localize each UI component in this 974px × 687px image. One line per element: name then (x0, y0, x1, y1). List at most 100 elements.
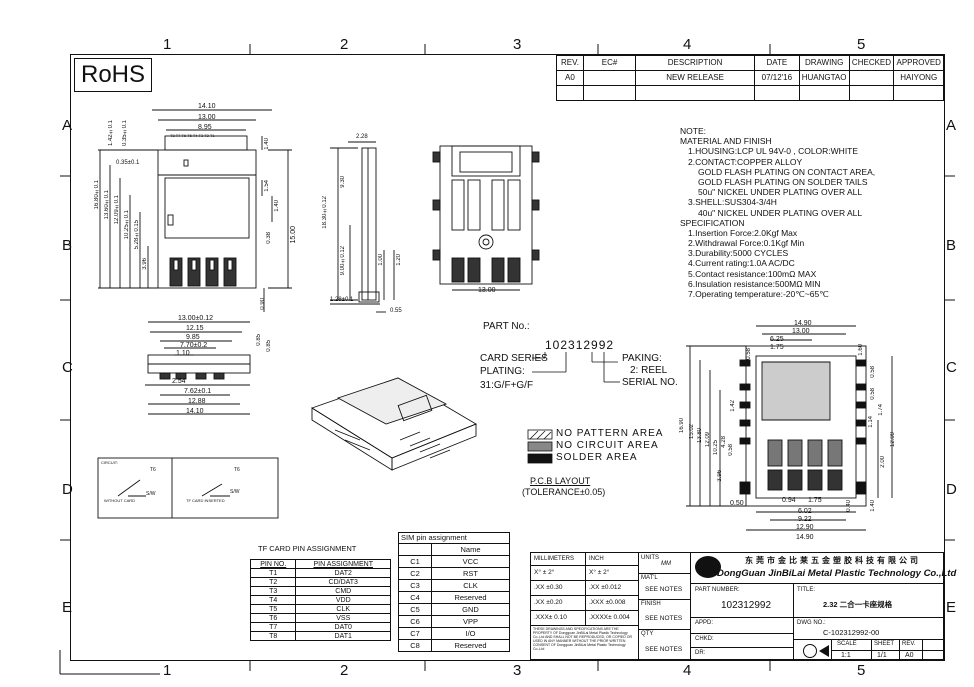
note-line: 4.Current rating:1.0A AC/DC (688, 258, 795, 269)
company-logo (695, 556, 721, 578)
sim-pin-title: SIM pin assignment (398, 532, 510, 544)
zone-number-top-2: 2 (340, 36, 349, 53)
dim-pcb-6-02: 6.02 (798, 508, 812, 515)
dim-right-0-90: 0.90 (260, 298, 266, 310)
dim-pcb-1-60: 1.60 (858, 344, 864, 356)
dim-side-9-30: 9.30 (340, 176, 346, 188)
zone-letter-left-d: D (62, 481, 73, 498)
note-line: 2.CONTACT:COPPER ALLOY (688, 156, 803, 167)
finish-see-notes: SEE NOTES (645, 615, 683, 622)
tol-inch: .XXX ±0.008 (589, 599, 626, 606)
title-block: MILLIMETERS INCH X° ± 2° X° ± 2° .XX ±0.… (530, 552, 956, 661)
dim-top-13-00: 13.00 (198, 114, 216, 121)
units-value: MM (661, 561, 671, 567)
matl-label: MAT'L (641, 575, 658, 581)
dim-pcb-0-58b: 0.58 (870, 366, 876, 378)
zone-letter-right-a: A (946, 117, 957, 134)
company-name-cn: 东莞市金比莱五金塑胶科技有限公司 (745, 556, 921, 565)
tf-pin-assign: CD/DAT3 (295, 577, 391, 587)
dwg-no-label: DWG NO.: (797, 620, 826, 626)
dim-pcb-1-14: 1.14 (868, 416, 874, 428)
zone-number-bottom-4: 4 (683, 662, 692, 679)
tf-pin-assign: DAT0 (295, 622, 391, 632)
dim-pcb-1-75a: 1.75 (770, 344, 784, 351)
dim-mid-13-00: 13.00 (478, 287, 496, 294)
tf-pin-no: T3 (249, 586, 297, 596)
dr-label: DR: (695, 650, 706, 656)
dim-bot-13-00: 13.00±0.12 (178, 315, 213, 322)
tf-pin-no: T5 (249, 604, 297, 614)
sim-pin-name: Reserved (431, 591, 510, 604)
tolerance-label: (TOLERANCE±0.05) (522, 487, 606, 497)
revision-table: REV. EC# DESCRIPTION DATE DRAWING CHECKE… (556, 55, 944, 101)
dim-side-1-28: 1.28±0.1 (330, 297, 354, 303)
tf-pin-no: T6 (249, 613, 297, 623)
dim-side-0-55: 0.55 (390, 308, 402, 314)
dim-pcb-15-02: 15.02 (689, 424, 695, 440)
dim-bot-12-15: 12.15 (186, 325, 204, 332)
drawing-frame (70, 54, 945, 661)
zone-letter-left-b: B (62, 237, 73, 254)
sim-pin-name: I/O (431, 627, 510, 640)
zone-number-top-3: 3 (513, 36, 522, 53)
dim-pcb-14-90a: 14.90 (794, 320, 812, 327)
projection-cone-icon (819, 645, 829, 657)
tol-inch: .XX ±0.012 (589, 584, 622, 591)
dim-pcb-6-25: 6.25 (770, 336, 784, 343)
dim-left-10-25: 10.25±0.1 (124, 210, 130, 240)
pcb-layout-label: P.C.B LAYOUT (530, 476, 591, 486)
note-line: MATERIAL AND FINISH (680, 136, 772, 147)
note-line: 40u" NICKEL UNDER PLATING OVER ALL (698, 207, 863, 218)
tf-pin-no: T2 (249, 577, 297, 587)
zone-number-top-4: 4 (683, 36, 692, 53)
dim-pcb-1-74: 1.74 (878, 404, 884, 416)
circuit-t6-b: T6 (234, 467, 240, 473)
dim-pcb-0-40: 0.40 (846, 500, 852, 512)
circuit-without-card: WITHOUT CARD (104, 498, 136, 503)
dim-bot-14-10: 14.10 (186, 408, 204, 415)
sim-pin-name: GND (431, 603, 510, 616)
zone-number-bottom-5: 5 (857, 662, 866, 679)
zone-letter-left-a: A (62, 117, 73, 134)
dim-pcb-12-09a: 12.09 (705, 432, 711, 448)
note-line: 6.Insulation resistance:500MΩ MIN (688, 278, 821, 289)
dim-bot-7-62: 7.62±0.1 (184, 388, 212, 395)
note-line: GOLD FLASH PLATING ON SOLDER TAILS (698, 176, 868, 187)
tf-pin-title: TF CARD PIN ASSIGNMENT (258, 544, 357, 553)
zone-number-bottom-1: 1 (163, 662, 172, 679)
dim-bot-1-10: 1.10 (176, 350, 190, 357)
zone-letter-right-d: D (946, 481, 957, 498)
note-line: 5.Contact resistance:100mΩ MAX (688, 268, 817, 279)
dim-left-5-28: 5.28±0.15 (134, 220, 140, 250)
legend-no-pattern: NO PATTERN AREA (556, 428, 664, 439)
serial-label: SERIAL NO. (622, 377, 678, 388)
tf-pin-assign: CMD (295, 586, 391, 596)
zone-letter-left-c: C (62, 359, 73, 376)
dim-pcb-0-94: 0.94 (782, 497, 796, 504)
sim-pin-no: C6 (398, 615, 432, 628)
tol-mm: .XX ±0.30 (534, 584, 563, 591)
dim-left-12-09: 12.09±0.1 (114, 195, 120, 225)
projection-symbol-icon (803, 644, 817, 658)
qty-see-notes: SEE NOTES (645, 646, 683, 653)
tf-pin-header-no: PIN NO. (249, 559, 297, 569)
title-label: TITLE: (797, 587, 816, 593)
dim-left-1-42: 1.42±0.1 (108, 120, 114, 147)
notes-title: NOTE: (680, 126, 706, 136)
sim-pin-header: Name (431, 543, 510, 556)
dim-side-1-20: 1.20 (396, 254, 402, 266)
dim-pcb-12-09b: 12.09 (890, 432, 896, 448)
dim-side-18-30: 18.30±0.12 (322, 196, 328, 229)
circuit-t6-a: T6 (150, 467, 156, 473)
sim-pin-name: VPP (431, 615, 510, 628)
part-no-label: PART No.: (483, 321, 530, 332)
tf-pin-assign: CLK (295, 604, 391, 614)
dim-pcb-1-75b: 1.75 (808, 497, 822, 504)
circuit-sw-b: S/W (230, 489, 240, 495)
dim-pcb-1-40: 1.40 (870, 500, 876, 512)
dim-side-1-00: 1.00 (378, 254, 384, 266)
note-line: 1.HOUSING:LCP UL 94V-0 , COLOR:WHITE (688, 146, 859, 157)
zone-letter-right-e: E (946, 599, 957, 616)
